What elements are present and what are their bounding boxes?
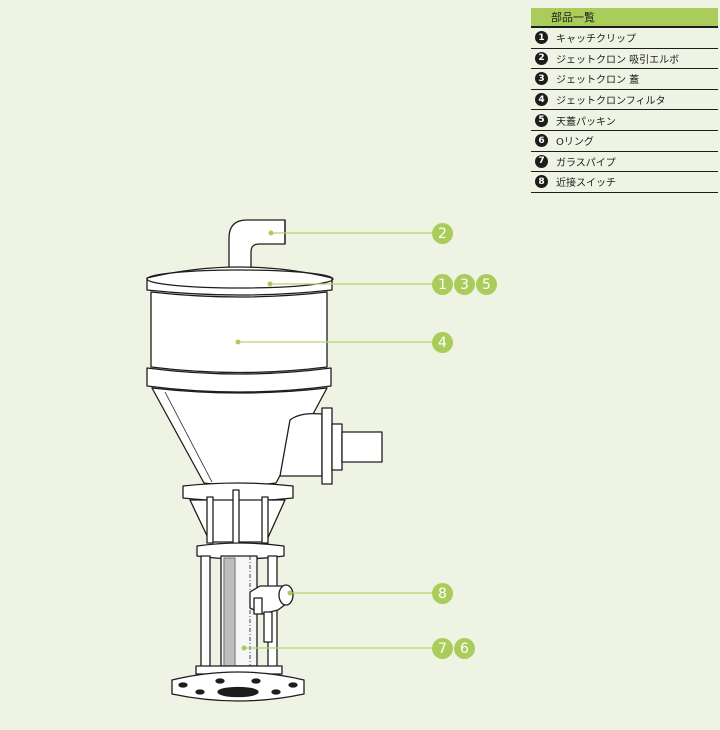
proximity-switch bbox=[249, 584, 294, 643]
cyclone-filter-body bbox=[146, 291, 332, 393]
callout-lid-packing: 5 bbox=[476, 274, 497, 295]
part-label: ジェットクロン 吸引エルボ bbox=[556, 54, 680, 66]
part-label: 近接スイッチ bbox=[556, 178, 616, 190]
leader-dot-elbow bbox=[268, 230, 274, 236]
callout-lid: 3 bbox=[454, 274, 475, 295]
leader-dot-lid bbox=[267, 281, 273, 287]
callout-elbow: 2 bbox=[432, 223, 453, 244]
part-number-badge: 7 bbox=[535, 154, 548, 168]
part-label: ジェットクロン 蓋 bbox=[556, 75, 640, 87]
parts-list-title: 部品一覧 bbox=[531, 8, 718, 28]
leader-dot-glass bbox=[241, 645, 247, 651]
parts-list-table: 部品一覧 1 キャッチクリップ 2 ジェットクロン 吸引エルボ 3 ジェットクロ… bbox=[531, 8, 718, 193]
parts-list-item: 4 ジェットクロンフィルタ bbox=[531, 90, 718, 111]
part-number-badge: 6 bbox=[535, 134, 548, 148]
part-label: キャッチクリップ bbox=[556, 34, 636, 46]
callout-glass-pipe: 7 bbox=[432, 638, 453, 659]
outlet-flange bbox=[182, 482, 294, 546]
cyclone-lid bbox=[146, 266, 334, 296]
part-label: Oリング bbox=[556, 137, 594, 149]
part-label: ガラスパイプ bbox=[556, 157, 616, 169]
callout-lid-clip: 1 bbox=[432, 274, 453, 295]
glass-column-top-flange bbox=[196, 542, 285, 560]
part-number-badge: 1 bbox=[535, 31, 548, 45]
leader-dot-switch bbox=[287, 590, 293, 596]
callout-switch: 8 bbox=[432, 583, 453, 604]
leader-dot-filter bbox=[235, 339, 241, 345]
part-label: ジェットクロンフィルタ bbox=[556, 96, 666, 108]
parts-list-item: 8 近接スイッチ bbox=[531, 172, 718, 193]
parts-list-item: 1 キャッチクリップ bbox=[531, 28, 718, 49]
side-inlet-pipe bbox=[279, 407, 383, 485]
suction-elbow bbox=[228, 219, 286, 273]
part-number-badge: 8 bbox=[535, 175, 548, 189]
callout-filter: 4 bbox=[432, 332, 453, 353]
callout-o-ring: 6 bbox=[454, 638, 475, 659]
part-number-badge: 3 bbox=[535, 72, 548, 86]
base-flange bbox=[171, 665, 305, 702]
leader-lines bbox=[235, 230, 432, 651]
parts-list-item: 7 ガラスパイプ bbox=[531, 152, 718, 173]
part-number-badge: 4 bbox=[535, 93, 548, 107]
parts-list-item: 5 天蓋パッキン bbox=[531, 110, 718, 131]
parts-list-item: 3 ジェットクロン 蓋 bbox=[531, 69, 718, 90]
parts-list-item: 2 ジェットクロン 吸引エルボ bbox=[531, 49, 718, 70]
part-number-badge: 5 bbox=[535, 113, 548, 127]
parts-list-item: 6 Oリング bbox=[531, 131, 718, 152]
part-number-badge: 2 bbox=[535, 51, 548, 65]
part-label: 天蓋パッキン bbox=[556, 116, 616, 128]
